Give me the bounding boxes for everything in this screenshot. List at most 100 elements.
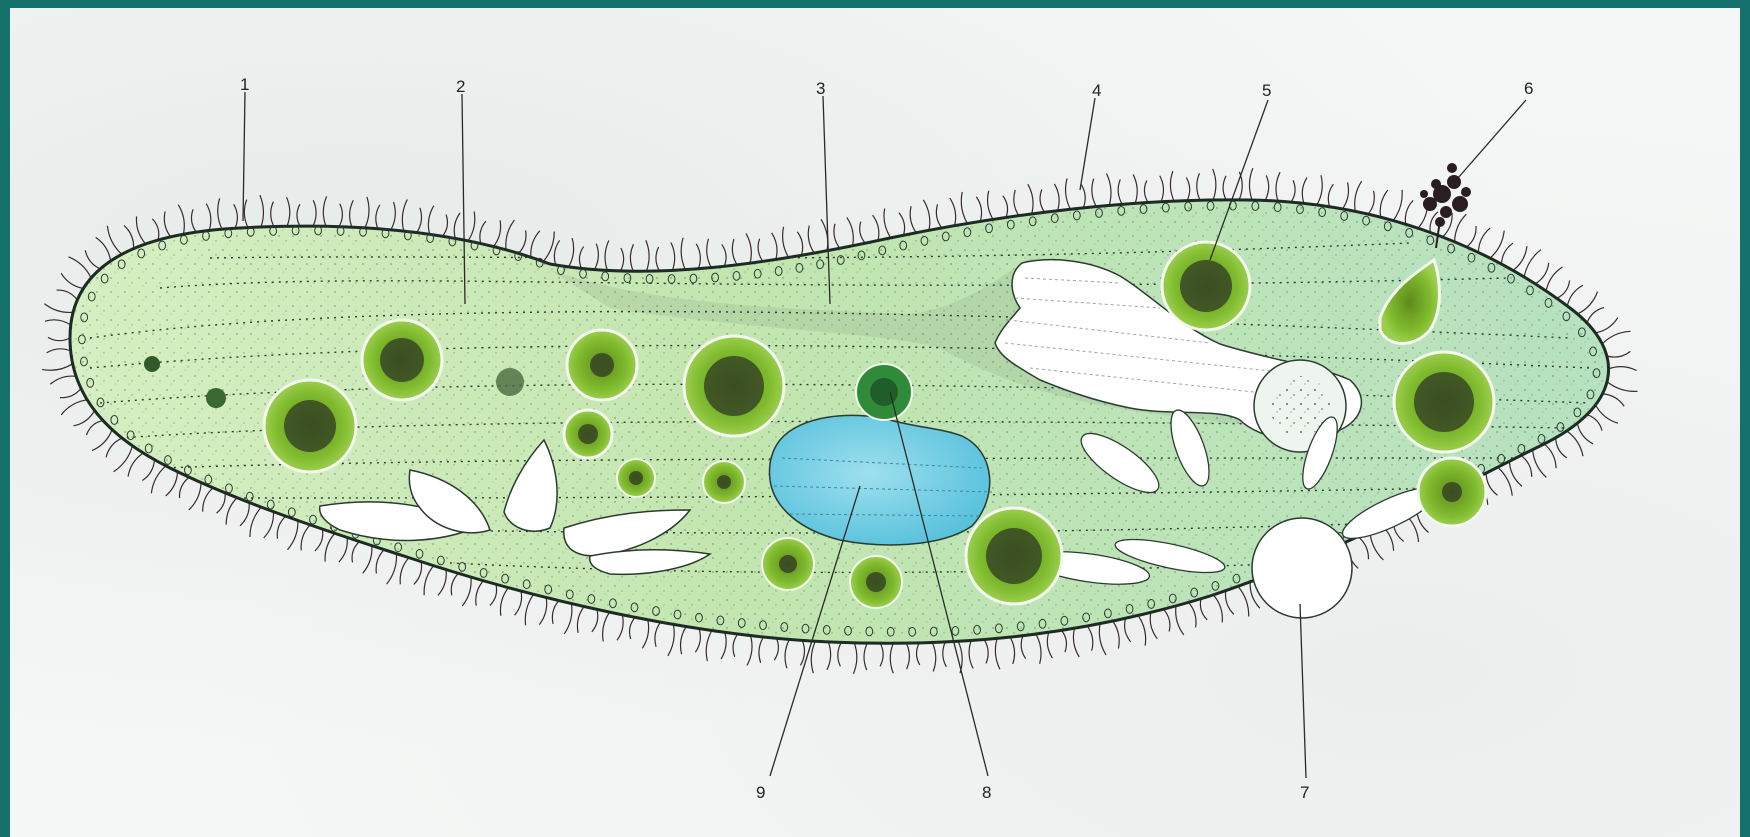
cilium (179, 477, 189, 498)
cilium (506, 220, 515, 250)
cilium (579, 247, 583, 269)
cilium (1160, 176, 1164, 202)
cilium (376, 550, 384, 574)
cilium (899, 213, 905, 236)
cilium (61, 400, 87, 415)
cilium (96, 237, 111, 261)
cilium (1587, 308, 1604, 323)
cilium (1567, 285, 1583, 306)
cilium (923, 200, 929, 230)
cilium (1607, 351, 1631, 357)
label-5: 5 (1262, 81, 1271, 100)
cilium (917, 643, 920, 665)
cilium (681, 238, 685, 270)
cilium (264, 512, 274, 538)
cilium (515, 591, 522, 615)
cilium (92, 430, 112, 451)
cilium (707, 239, 712, 268)
cilium (890, 643, 893, 673)
cilium (1118, 179, 1122, 204)
cilium (451, 573, 458, 595)
cilium (164, 211, 170, 236)
cilium (1176, 606, 1184, 635)
cilium (747, 636, 752, 666)
cilium (42, 364, 72, 370)
label-3: 3 (816, 79, 825, 98)
leader-4 (1080, 98, 1095, 190)
cilium (642, 620, 648, 648)
cilium (1596, 405, 1618, 423)
cilium (1533, 450, 1547, 478)
cilium (772, 233, 777, 260)
cilium (1393, 190, 1402, 221)
cilium (853, 643, 856, 674)
cilium (808, 226, 814, 254)
cilium (539, 597, 546, 624)
label-8: 8 (982, 783, 991, 802)
cilium (424, 566, 434, 596)
cilium (234, 204, 238, 228)
cilium (1200, 599, 1207, 620)
cilium (1150, 612, 1157, 638)
leader-6 (1458, 100, 1526, 178)
cilium (1092, 179, 1096, 207)
cilium (1040, 189, 1045, 212)
cilium (1223, 176, 1226, 200)
cilium (1609, 367, 1637, 371)
cilium (1405, 200, 1413, 224)
cilium (1355, 181, 1362, 211)
label-6: 6 (1524, 79, 1533, 98)
cilium (217, 493, 226, 513)
cilium (1014, 190, 1019, 216)
macronucleus (769, 415, 989, 545)
cilium (1073, 628, 1079, 657)
cilium (1535, 263, 1549, 284)
cilium (1113, 621, 1119, 648)
cilium (315, 529, 323, 551)
cilium (1163, 609, 1169, 631)
cilium (655, 622, 661, 647)
cilium (1010, 637, 1015, 664)
cilium (943, 642, 947, 667)
cilium (1197, 173, 1200, 200)
cilium (695, 629, 700, 653)
cilium (339, 204, 342, 227)
cilium (746, 233, 751, 263)
cilium (543, 231, 554, 261)
cilium (936, 204, 941, 228)
cilium (136, 216, 145, 244)
cilium (785, 639, 789, 668)
cilium (932, 643, 935, 672)
cilium (402, 199, 407, 231)
leader-7 (1300, 604, 1306, 778)
cilium (47, 349, 71, 353)
cilium (630, 244, 633, 271)
cilium (1587, 415, 1602, 431)
cilium (325, 533, 335, 561)
cilium (438, 570, 446, 596)
cilium (250, 507, 261, 537)
cilium (352, 542, 359, 563)
cilium (1062, 630, 1067, 652)
cilium (592, 609, 598, 631)
cilium (630, 617, 635, 639)
cilium (605, 241, 609, 271)
cilium (1066, 178, 1071, 209)
cilium (1047, 632, 1052, 658)
cilium (1036, 634, 1041, 664)
cilium (69, 257, 92, 278)
cilium (976, 197, 981, 222)
cilium (864, 643, 867, 670)
cilium (722, 244, 726, 266)
cilium (1595, 318, 1617, 333)
cilium (569, 238, 574, 267)
cilium (847, 217, 854, 245)
cilium (1524, 250, 1541, 277)
cilium (1607, 382, 1638, 392)
cilium (490, 584, 497, 605)
cilium (1578, 292, 1598, 314)
cilium (1368, 191, 1374, 214)
cilium (493, 220, 500, 246)
cilium (191, 209, 196, 232)
cilium (797, 232, 802, 256)
